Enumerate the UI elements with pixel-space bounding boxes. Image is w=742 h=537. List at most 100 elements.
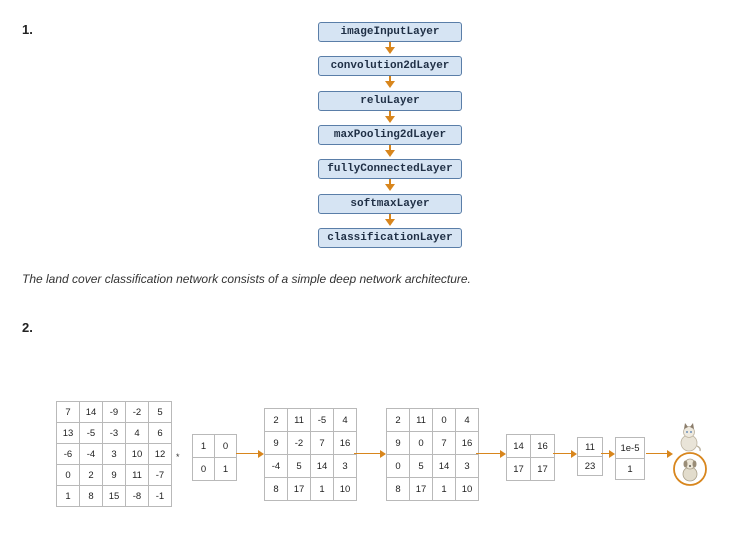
cat-icon — [680, 423, 701, 452]
flow-arrow-line — [236, 453, 259, 454]
arrow-right-icon — [380, 450, 386, 458]
arrow-right-icon — [571, 450, 577, 458]
matrix-cell: 4 — [333, 408, 357, 432]
matrix-cell: 9 — [264, 431, 288, 455]
matrix-cell: 6 — [148, 422, 172, 444]
matrix-cell: 9 — [386, 431, 410, 455]
matrix-cell: 17 — [287, 477, 311, 501]
layer-box: reluLayer — [318, 91, 462, 111]
matrix-cell: 9 — [102, 464, 126, 486]
down-arrow-icon — [385, 179, 395, 191]
matrix-cell: 1 — [56, 485, 80, 507]
matrix-cell: 0 — [386, 454, 410, 478]
arrow-right-icon — [258, 450, 264, 458]
matrix-cell: 10 — [125, 443, 149, 465]
arrow-right-icon — [667, 450, 673, 458]
flow-arrow-line — [646, 453, 668, 454]
matrix-cell: 17 — [530, 457, 555, 481]
matrix-cell: -5 — [310, 408, 334, 432]
matrix-cell: -3 — [102, 422, 126, 444]
matrix-cell: 16 — [333, 431, 357, 455]
matrix-cell: -7 — [148, 464, 172, 486]
matrix-cell: 11 — [409, 408, 433, 432]
matrix-cell: 14 — [79, 401, 103, 423]
matrix-cell: 11 — [125, 464, 149, 486]
figure-caption: The land cover classification network co… — [22, 272, 471, 286]
matrix-cell: 11 — [577, 437, 603, 457]
matrix-cell: 0 — [56, 464, 80, 486]
matrix-cell: 5 — [287, 454, 311, 478]
layer-box: imageInputLayer — [318, 22, 462, 42]
matrix-cell: 1 — [432, 477, 456, 501]
layer-box: classificationLayer — [318, 228, 462, 248]
matrix-cell: -9 — [102, 401, 126, 423]
matrix-cell: 1 — [214, 457, 237, 481]
matrix-cell: 8 — [79, 485, 103, 507]
matrix-cell: 14 — [506, 434, 531, 458]
matrix-cell: 4 — [125, 422, 149, 444]
matrix-cell: 4 — [455, 408, 479, 432]
matrix-cell: 10 — [455, 477, 479, 501]
matrix-cell: 2 — [264, 408, 288, 432]
matrix-cell: 12 — [148, 443, 172, 465]
matrix-cell: 1 — [615, 458, 645, 480]
flow-arrow-line — [601, 453, 610, 454]
dog-icon — [673, 452, 707, 486]
flow-arrow-line — [553, 453, 572, 454]
down-arrow-icon — [385, 76, 395, 88]
matrix-cell: 1e-5 — [615, 437, 645, 459]
convolution-operator: * — [176, 452, 180, 462]
matrix-cell: 1 — [310, 477, 334, 501]
down-arrow-icon — [385, 214, 395, 226]
matrix-cell: 8 — [264, 477, 288, 501]
arrow-right-icon — [500, 450, 506, 458]
matrix-cell: 5 — [148, 401, 172, 423]
matrix-cell: 0 — [192, 457, 215, 481]
matrix-cell: 7 — [56, 401, 80, 423]
matrix-cell: 0 — [432, 408, 456, 432]
matrix-cell: 14 — [310, 454, 334, 478]
flow-arrow-line — [476, 453, 501, 454]
matrix-cell: 2 — [79, 464, 103, 486]
arrow-right-icon — [609, 450, 615, 458]
down-arrow-icon — [385, 111, 395, 123]
down-arrow-icon — [385, 42, 395, 54]
matrix-cell: 0 — [409, 431, 433, 455]
matrix-cell: 11 — [287, 408, 311, 432]
matrix-cell: -1 — [148, 485, 172, 507]
matrix-cell: -2 — [125, 401, 149, 423]
matrix-cell: 8 — [386, 477, 410, 501]
matrix-cell: 15 — [102, 485, 126, 507]
matrix-cell: 17 — [506, 457, 531, 481]
matrix-cell: 2 — [386, 408, 410, 432]
down-arrow-icon — [385, 145, 395, 157]
matrix-cell: 16 — [530, 434, 555, 458]
matrix-cell: -2 — [287, 431, 311, 455]
section-number-1: 1. — [22, 22, 33, 37]
matrix-cell: 3 — [455, 454, 479, 478]
matrix-cell: 7 — [310, 431, 334, 455]
matrix-cell: -5 — [79, 422, 103, 444]
layer-box: maxPooling2dLayer — [318, 125, 462, 145]
matrix-cell: 7 — [432, 431, 456, 455]
matrix-cell: 16 — [455, 431, 479, 455]
matrix-cell: 5 — [409, 454, 433, 478]
matrix-cell: -4 — [264, 454, 288, 478]
matrix-cell: 0 — [214, 434, 237, 458]
matrix-cell: 23 — [577, 456, 603, 476]
layer-box: softmaxLayer — [318, 194, 462, 214]
flow-arrow-line — [354, 453, 381, 454]
matrix-cell: -4 — [79, 443, 103, 465]
matrix-cell: 17 — [409, 477, 433, 501]
matrix-cell: 13 — [56, 422, 80, 444]
matrix-cell: -8 — [125, 485, 149, 507]
matrix-cell: 3 — [102, 443, 126, 465]
matrix-cell: 10 — [333, 477, 357, 501]
section-number-2: 2. — [22, 320, 33, 335]
